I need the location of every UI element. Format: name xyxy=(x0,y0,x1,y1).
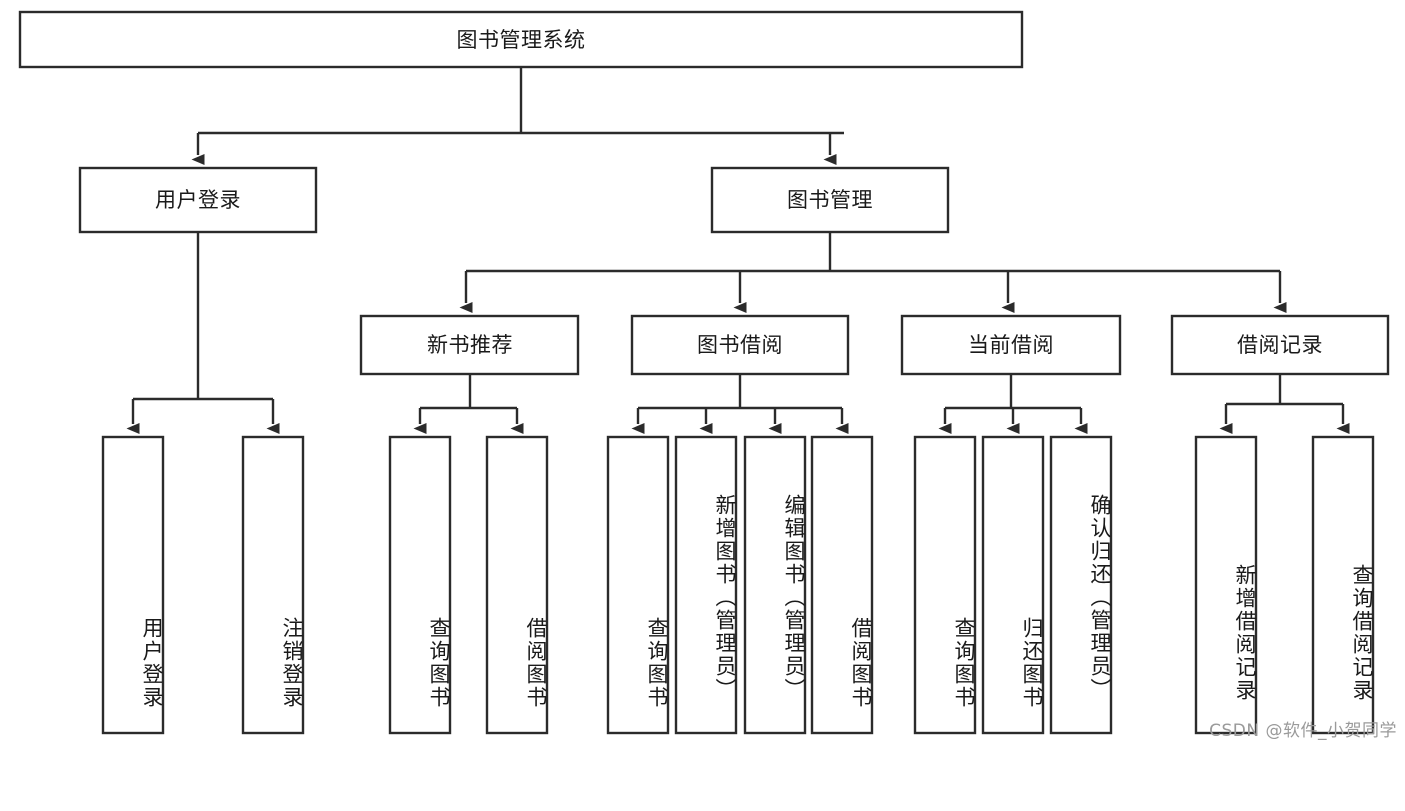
leaf-add-book-box[interactable] xyxy=(674,435,738,735)
leaf-user-login-box[interactable] xyxy=(101,435,165,735)
leaf-borrow-book-1-box[interactable] xyxy=(485,435,549,735)
edge-book-manage-to-level3 xyxy=(459,232,1287,313)
edge-borrow-record-to-leaves xyxy=(1219,374,1350,434)
node-borrow-record[interactable]: 借阅记录 xyxy=(1170,314,1390,376)
flowchart-svg: 图书管理系统 用户登录 图书管理 xyxy=(18,10,1390,735)
node-root-label: 图书管理系统 xyxy=(457,28,586,52)
leaf-user-logout-box[interactable] xyxy=(241,435,305,735)
node-borrow-record-label: 借阅记录 xyxy=(1237,333,1323,357)
edge-root-to-level2 xyxy=(191,67,844,165)
node-book-borrow-label: 图书借阅 xyxy=(697,333,783,357)
flowchart-canvas: 图书管理系统 用户登录 图书管理 xyxy=(18,10,1397,741)
node-book-borrow[interactable]: 图书借阅 xyxy=(630,314,850,376)
node-user-login-box xyxy=(78,166,318,234)
node-new-book-recommend-box xyxy=(359,314,580,376)
edge-new-book-recommend-to-leaves xyxy=(413,374,524,434)
leaf-borrow-book-2-box[interactable] xyxy=(810,435,874,735)
node-root-box xyxy=(18,10,1024,69)
node-current-borrow-label: 当前借阅 xyxy=(968,333,1054,357)
node-root[interactable]: 图书管理系统 xyxy=(18,10,1024,69)
node-current-borrow-box xyxy=(900,314,1122,376)
node-new-book-recommend[interactable]: 新书推荐 xyxy=(359,314,580,376)
edge-current-borrow-to-leaves xyxy=(938,374,1088,434)
leaf-query-book-3-box[interactable] xyxy=(913,435,977,735)
leaf-confirm-return-box[interactable] xyxy=(1049,435,1113,735)
leaf-edit-book-box[interactable] xyxy=(743,435,807,735)
edge-book-borrow-to-leaves xyxy=(631,374,849,434)
leaf-query-book-1-box[interactable] xyxy=(388,435,452,735)
leaf-query-record-box[interactable] xyxy=(1311,435,1375,735)
watermark-text: CSDN @软件_小贺同学 xyxy=(1209,721,1397,741)
node-book-manage[interactable]: 图书管理 xyxy=(710,166,950,234)
node-new-book-recommend-label: 新书推荐 xyxy=(427,333,513,357)
node-user-login-label: 用户登录 xyxy=(155,188,241,212)
edge-user-login-to-leaves xyxy=(126,232,280,434)
leaf-query-book-2-box[interactable] xyxy=(606,435,670,735)
node-current-borrow[interactable]: 当前借阅 xyxy=(900,314,1122,376)
leaf-boxes xyxy=(101,435,1375,735)
node-user-login[interactable]: 用户登录 xyxy=(78,166,318,234)
leaf-return-book-box[interactable] xyxy=(981,435,1045,735)
node-book-manage-label: 图书管理 xyxy=(787,188,873,212)
leaf-add-record-box[interactable] xyxy=(1194,435,1258,735)
